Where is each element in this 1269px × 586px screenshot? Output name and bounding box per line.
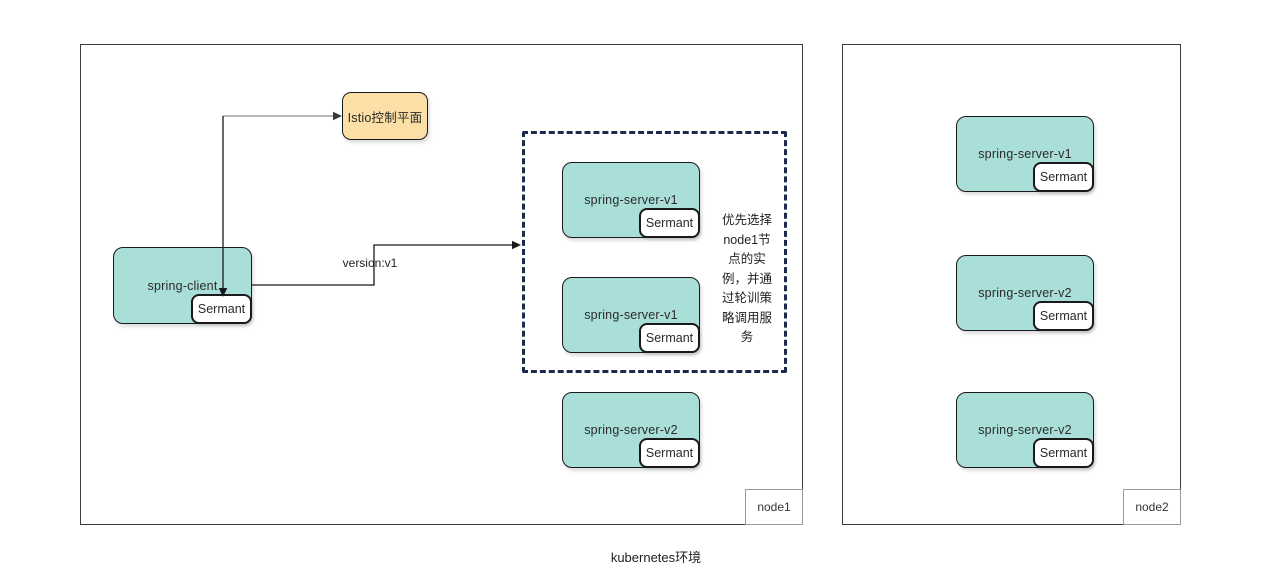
spring-server-v2-label: spring-server-v2 xyxy=(978,423,1072,437)
sermant-label: Sermant xyxy=(197,302,246,316)
istio-control-plane-box: Istio控制平面 xyxy=(342,92,428,140)
diagram-caption: kubernetes环境 xyxy=(610,550,702,565)
sermant-badge: Sermant xyxy=(639,323,700,353)
spring-server-v1-label: spring-server-v1 xyxy=(584,193,678,207)
spring-server-v1-box-1: spring-server-v1 Sermant xyxy=(562,162,700,238)
node2-label-box: node2 xyxy=(1123,489,1181,525)
spring-server-v1-box-2: spring-server-v1 Sermant xyxy=(562,277,700,353)
sermant-label: Sermant xyxy=(645,331,694,345)
spring-server-v2-box-node1: spring-server-v2 Sermant xyxy=(562,392,700,468)
node1-label: node1 xyxy=(757,500,791,514)
spring-server-v2-label: spring-server-v2 xyxy=(584,423,678,437)
sermant-label: Sermant xyxy=(1039,446,1088,460)
sermant-badge: Sermant xyxy=(1033,438,1094,468)
sermant-label: Sermant xyxy=(1039,170,1088,184)
dashed-selection-group xyxy=(522,131,787,373)
spring-server-v1-label: spring-server-v1 xyxy=(584,308,678,322)
sermant-badge: Sermant xyxy=(1033,162,1094,192)
sermant-label: Sermant xyxy=(645,446,694,460)
spring-server-v2-box-node2-1: spring-server-v2 Sermant xyxy=(956,255,1094,331)
sermant-badge: Sermant xyxy=(191,294,252,324)
spring-server-v2-label: spring-server-v2 xyxy=(978,286,1072,300)
sermant-badge: Sermant xyxy=(639,438,700,468)
spring-server-v1-box-node2: spring-server-v1 Sermant xyxy=(956,116,1094,192)
sermant-badge: Sermant xyxy=(639,208,700,238)
spring-client-box: spring-client Sermant xyxy=(113,247,252,324)
node2-label: node2 xyxy=(1135,500,1169,514)
node1-label-box: node1 xyxy=(745,489,803,525)
spring-server-v1-label: spring-server-v1 xyxy=(978,147,1072,161)
istio-control-plane-label: Istio控制平面 xyxy=(347,110,423,125)
spring-client-label: spring-client xyxy=(147,278,218,293)
sermant-label: Sermant xyxy=(645,216,694,230)
sermant-label: Sermant xyxy=(1039,309,1088,323)
selection-note-text: 优先选择 node1节 点的实 例，并通 过轮训策 略调用服 务 xyxy=(721,213,772,344)
spring-server-v2-box-node2-2: spring-server-v2 Sermant xyxy=(956,392,1094,468)
version-edge-label: version:v1 xyxy=(342,256,398,270)
sermant-badge: Sermant xyxy=(1033,301,1094,331)
